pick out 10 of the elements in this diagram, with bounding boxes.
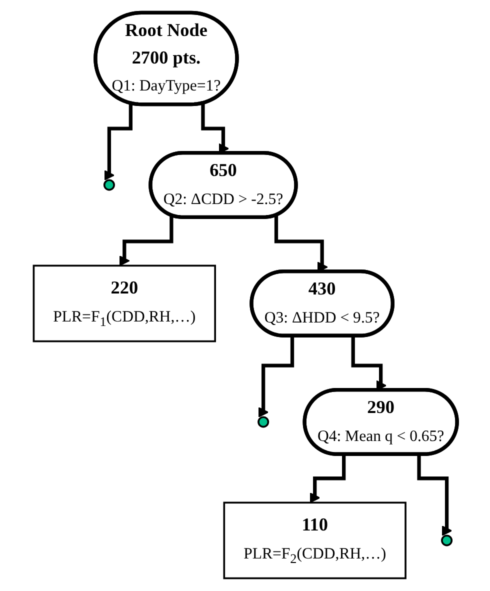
arrow <box>258 336 294 418</box>
node-circle <box>103 179 115 191</box>
arrow <box>416 454 452 536</box>
arrow <box>103 104 132 181</box>
node-circle <box>440 534 452 546</box>
node-box: 220 PLR=F$_{1}$(CDD,RH,…) <box>32 264 216 342</box>
arrow <box>309 454 346 504</box>
node-box: 110 PLR=F$_{2}$(CDD,RH,…) <box>222 502 406 580</box>
arrow <box>118 216 173 266</box>
node-circle <box>257 416 269 428</box>
